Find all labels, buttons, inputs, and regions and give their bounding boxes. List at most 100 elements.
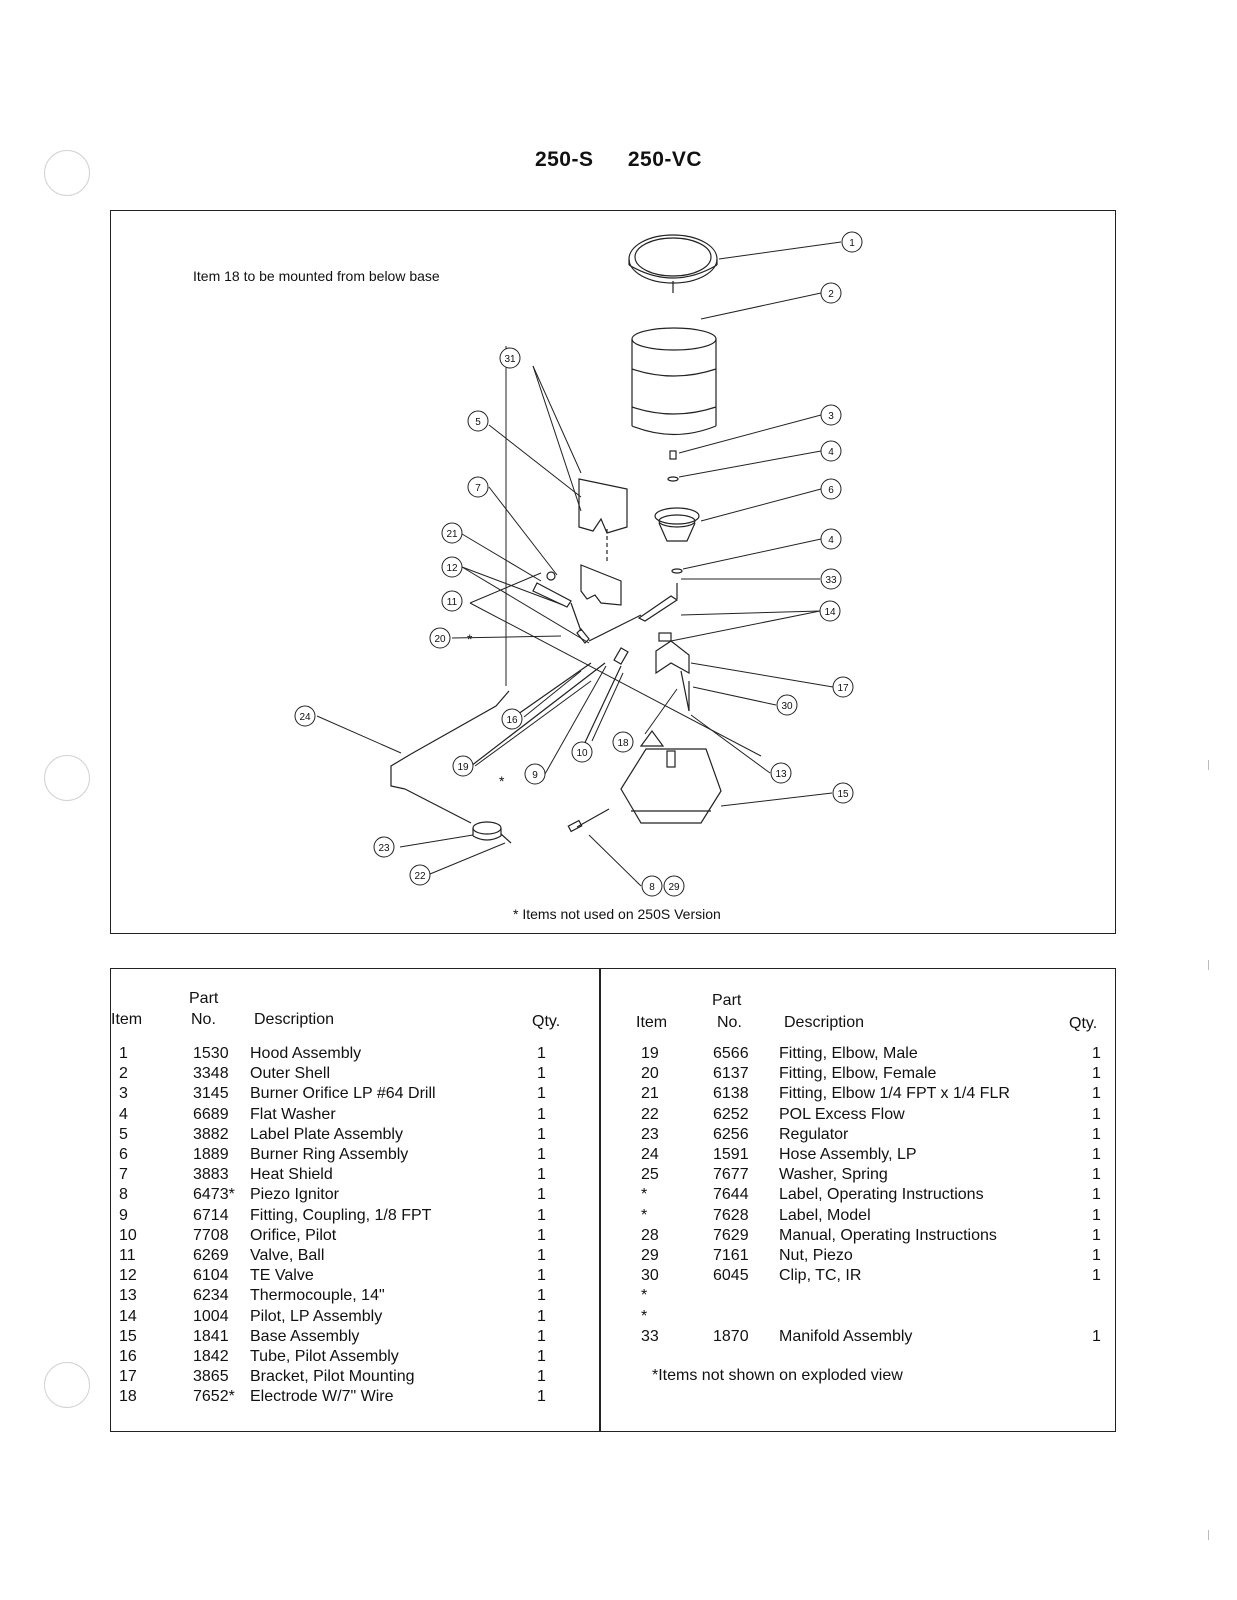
svg-text:24: 24 (299, 712, 311, 723)
cell-item: 14 (119, 1307, 137, 1325)
callout-30: 30 (776, 694, 798, 716)
header-qty: Qty. (1069, 1015, 1098, 1032)
cell-qty: 1 (537, 1388, 546, 1406)
base-part (620, 748, 722, 824)
cell-qty: 1 (537, 1085, 546, 1103)
cell-description: Heat Shield (250, 1166, 333, 1184)
callout-7: 7 (467, 476, 489, 498)
callout-18: 18 (612, 731, 634, 753)
cell-item: 28 (641, 1226, 659, 1244)
cell-description: Bracket, Pilot Mounting (250, 1368, 415, 1386)
cell-description: Fitting, Coupling, 1/8 FPT (250, 1206, 432, 1224)
cell-part: 7628 (713, 1206, 749, 1224)
asterisk-marker: * (499, 773, 505, 789)
table-row: * (111, 1307, 1115, 1327)
cell-description: Hood Assembly (250, 1045, 362, 1062)
cell-part: 3145 (193, 1085, 229, 1103)
cell-description: TE Valve (250, 1267, 314, 1285)
cell-qty: 1 (537, 1206, 546, 1224)
callout-24: 24 (294, 705, 316, 727)
binder-hole-top (44, 150, 90, 196)
cell-description: Burner Orifice LP #64 Drill (250, 1085, 436, 1103)
svg-text:1: 1 (849, 238, 855, 249)
margin-mark (1208, 960, 1209, 970)
table-row: * 7628 Label, Model 1 (111, 1206, 1115, 1226)
callout-2: 2 (820, 282, 842, 304)
cell-part: 1841 (193, 1327, 229, 1345)
cell-qty: 1 (1092, 1065, 1101, 1083)
cell-part: 1004 (193, 1307, 229, 1325)
cell-item: 24 (641, 1146, 659, 1163)
svg-text:14: 14 (824, 607, 836, 618)
header-qty: Qty. (532, 1013, 561, 1030)
cell-qty: 1 (1092, 1267, 1101, 1285)
table-row: * (111, 1286, 1115, 1306)
cell-item: 16 (119, 1348, 137, 1365)
cell-item: 23 (641, 1125, 659, 1143)
cell-part: 7652* (193, 1388, 235, 1406)
cell-qty: 1 (1092, 1146, 1101, 1163)
cell-description: Base Assembly (250, 1327, 360, 1345)
cell-item: 9 (119, 1206, 128, 1224)
header-part-no: No. (191, 1011, 216, 1028)
cell-part: 3348 (193, 1065, 229, 1083)
callout-6: 6 (820, 478, 842, 500)
cell-item: 8 (119, 1186, 128, 1204)
svg-text:10: 10 (576, 748, 588, 759)
cell-qty: 1 (537, 1166, 546, 1184)
svg-text:16: 16 (506, 715, 518, 726)
header-description: Description (784, 1014, 865, 1031)
svg-text:13: 13 (775, 769, 787, 780)
page-title: 250-S 250-VC (0, 148, 1237, 172)
cell-qty: 1 (1092, 1327, 1101, 1345)
cell-description: Fitting, Elbow, Male (779, 1045, 918, 1062)
cell-qty: 1 (537, 1045, 546, 1062)
cell-description: Label, Model (779, 1206, 871, 1224)
svg-text:23: 23 (378, 843, 390, 854)
svg-text:4: 4 (828, 447, 834, 458)
model-250s: 250-S (534, 148, 594, 171)
model-250vc: 250-VC (627, 148, 703, 171)
cell-description: Outer Shell (250, 1065, 331, 1083)
cell-qty: 1 (537, 1267, 546, 1285)
svg-text:33: 33 (825, 575, 837, 586)
svg-text:11: 11 (447, 597, 458, 608)
cell-item: 7 (119, 1166, 128, 1184)
cell-part: 6234 (193, 1287, 229, 1305)
cell-item: 25 (641, 1166, 659, 1184)
cell-qty: 1 (1092, 1125, 1101, 1143)
cell-item: * (641, 1206, 648, 1224)
callout-29: 29 (663, 875, 685, 897)
cell-part: 7644 (713, 1186, 749, 1204)
asterisk-marker: * (467, 631, 473, 647)
cell-part: 3865 (193, 1368, 229, 1386)
exploded-diagram: Item 18 to be mounted from below base * … (110, 210, 1116, 934)
cell-description: POL Excess Flow (779, 1105, 905, 1123)
cell-item: 21 (641, 1085, 659, 1103)
cell-qty: 1 (537, 1327, 546, 1345)
cell-qty: 1 (537, 1287, 546, 1305)
cell-item: 13 (119, 1287, 137, 1305)
callout-31: 31 (499, 347, 521, 369)
callout-8: 8 (641, 875, 663, 897)
svg-text:15: 15 (837, 789, 849, 800)
cell-qty: 1 (1092, 1186, 1101, 1204)
callout-3: 3 (820, 404, 842, 426)
cell-part: 7708 (193, 1226, 229, 1244)
cell-part: 1530 (193, 1045, 229, 1062)
svg-text:5: 5 (475, 417, 481, 428)
cell-part: 6137 (713, 1065, 749, 1083)
cell-item: 11 (119, 1247, 136, 1264)
svg-text:3: 3 (828, 411, 834, 422)
